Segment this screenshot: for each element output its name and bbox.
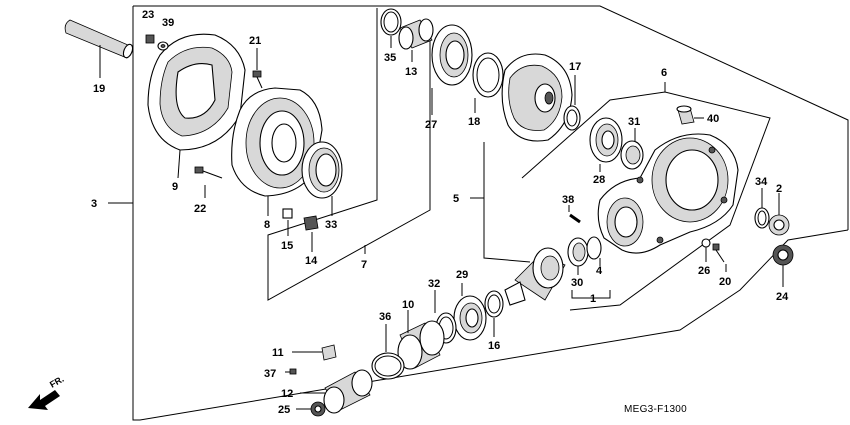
part-30-bearing: [567, 237, 589, 275]
part-18-shim: [472, 52, 504, 113]
callout-35: 35: [384, 52, 396, 64]
callout-34: 34: [755, 176, 768, 188]
part-27-bearing: [431, 24, 473, 115]
part-11-fitting: [292, 344, 337, 361]
part-38-stud: [568, 205, 581, 224]
part-37-screw: [285, 368, 297, 375]
callout-27: 27: [425, 119, 437, 131]
part-4-shim: [586, 236, 602, 266]
callout-39: 39: [162, 17, 174, 29]
part-28-bearing: [589, 117, 623, 172]
part-15-14-fittings: [282, 208, 319, 252]
callout-labels: 1 2 3 4 5 6 7 8 9 10 11 12 13 14 15 16 1…: [91, 9, 789, 416]
callout-31: 31: [628, 116, 640, 128]
part-10-coupling: [397, 310, 445, 370]
callout-18: 18: [468, 116, 480, 128]
callout-17: 17: [569, 61, 581, 73]
callout-13: 13: [405, 66, 417, 78]
callout-32: 32: [428, 278, 440, 290]
part-6-gear-case: [597, 133, 739, 254]
part-17-spacer: [563, 75, 581, 131]
part-20-bolt: [712, 243, 727, 272]
callout-20: 20: [719, 276, 731, 288]
callout-28: 28: [593, 174, 605, 186]
part-16-shim: [484, 290, 504, 337]
diagram-code: MEG3-F1300: [624, 404, 687, 415]
callout-5: 5: [453, 193, 459, 205]
pinion-gear: [504, 247, 566, 306]
callout-16: 16: [488, 340, 500, 352]
front-direction-label: FR.: [48, 374, 66, 390]
part-36-o-ring: [371, 324, 405, 380]
part-22-bolt: [194, 166, 223, 198]
assembly-frame-lines: [108, 5, 849, 421]
callout-29: 29: [456, 269, 468, 281]
part-35-circlip: [380, 8, 402, 48]
callout-25: 25: [278, 404, 290, 416]
callout-6: 6: [661, 67, 667, 79]
ring-gear: [501, 53, 573, 142]
callout-2: 2: [776, 183, 782, 195]
part-1-bracket: [571, 290, 611, 299]
part-19-sleeve: [64, 19, 134, 78]
part-29-bearing: [453, 283, 487, 341]
callout-33: 33: [325, 219, 337, 231]
callout-11: 11: [272, 347, 284, 359]
part-9-brake-shoe: [147, 33, 246, 179]
part-8-brake-panel: [231, 87, 323, 216]
callout-10: 10: [402, 299, 414, 311]
callout-36: 36: [379, 311, 391, 323]
part-33-oil-seal: [301, 141, 343, 216]
callout-3: 3: [91, 198, 97, 210]
part-23-39-bolt-washer: [145, 34, 169, 51]
callout-24: 24: [776, 291, 789, 303]
callout-38: 38: [562, 194, 574, 206]
part-31-oil-seal: [620, 128, 644, 170]
callout-22: 22: [194, 203, 206, 215]
callout-8: 8: [264, 219, 270, 231]
callout-9: 9: [172, 181, 178, 193]
part-21-bolt: [252, 48, 263, 89]
callout-14: 14: [305, 255, 318, 267]
part-2-nut: [768, 193, 790, 236]
part-24-nut: [772, 244, 794, 287]
callout-37: 37: [264, 368, 276, 380]
callout-4: 4: [596, 265, 603, 277]
front-direction-arrow: FR.: [28, 374, 66, 410]
callout-23: 23: [142, 9, 154, 21]
callout-1: 1: [590, 293, 596, 305]
callout-15: 15: [281, 240, 293, 252]
part-40-cap: [676, 105, 704, 125]
callout-7: 7: [361, 259, 367, 271]
part-26-washer: [701, 238, 711, 262]
callout-30: 30: [571, 277, 583, 289]
part-25-nut: [296, 401, 326, 417]
part-34-o-ring: [754, 188, 770, 229]
callout-12: 12: [281, 388, 293, 400]
part-13-collar: [398, 18, 434, 62]
callout-19: 19: [93, 83, 105, 95]
callout-26: 26: [698, 265, 710, 277]
callout-21: 21: [249, 35, 261, 47]
callout-40: 40: [707, 113, 719, 125]
part-12-joint: [300, 369, 373, 414]
